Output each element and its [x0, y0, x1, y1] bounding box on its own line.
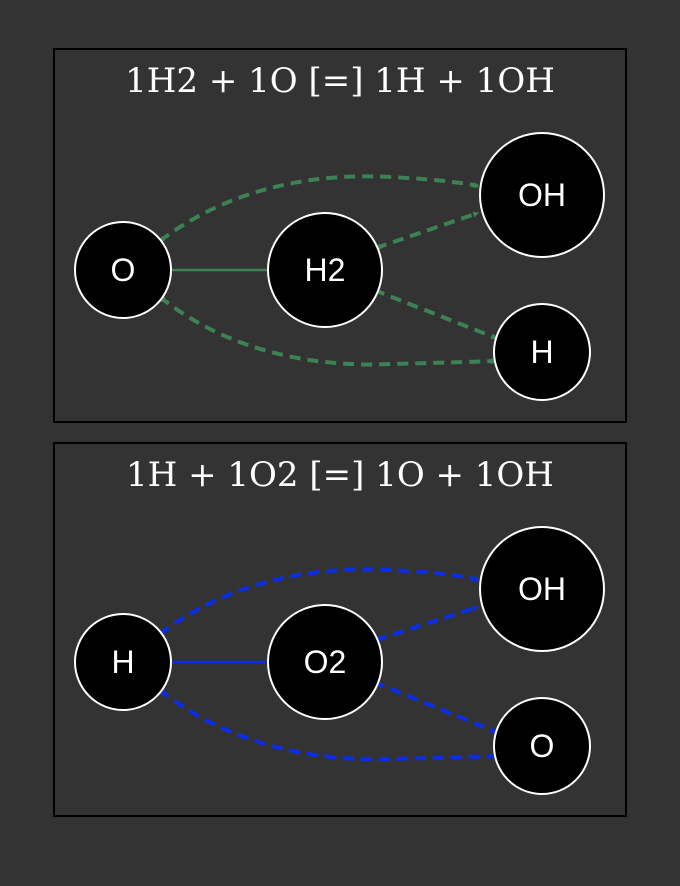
edge-left-bottom [158, 688, 498, 762]
species-node: O [493, 697, 591, 795]
node-label: O [111, 252, 136, 288]
node-label: H2 [305, 252, 346, 288]
species-node: OH [479, 132, 605, 258]
species-node: H [493, 303, 591, 401]
edge-left-bottom [158, 295, 498, 367]
node-label: O [530, 728, 555, 764]
species-node: O2 [267, 604, 383, 720]
node-circle [493, 697, 591, 795]
node-circle [493, 303, 591, 401]
node-label: H [530, 334, 553, 370]
node-circle [74, 221, 172, 319]
node-label: OH [518, 177, 566, 213]
species-node: H [74, 613, 172, 711]
cluster-title: 1H + 1O2 [=] 1O + 1OH [126, 455, 554, 495]
node-label: H [111, 644, 134, 680]
cluster-title: 1H2 + 1O [=] 1H + 1OH [125, 61, 555, 101]
species-node: H2 [267, 212, 383, 328]
species-node: O [74, 221, 172, 319]
node-label: OH [518, 571, 566, 607]
edge-left-top [158, 174, 480, 243]
node-circle [479, 132, 605, 258]
reaction-cluster-2: 1H + 1O2 [=] 1O + 1OH H O2 OH O [53, 442, 627, 817]
node-circle [479, 526, 605, 652]
edge-left-top [158, 567, 480, 636]
node-circle [74, 613, 172, 711]
species-node: OH [479, 526, 605, 652]
node-circle [267, 212, 383, 328]
reaction-cluster-1: 1H2 + 1O [=] 1H + 1OH O H2 OH H [53, 48, 627, 423]
node-label: O2 [304, 644, 347, 680]
node-circle [267, 604, 383, 720]
